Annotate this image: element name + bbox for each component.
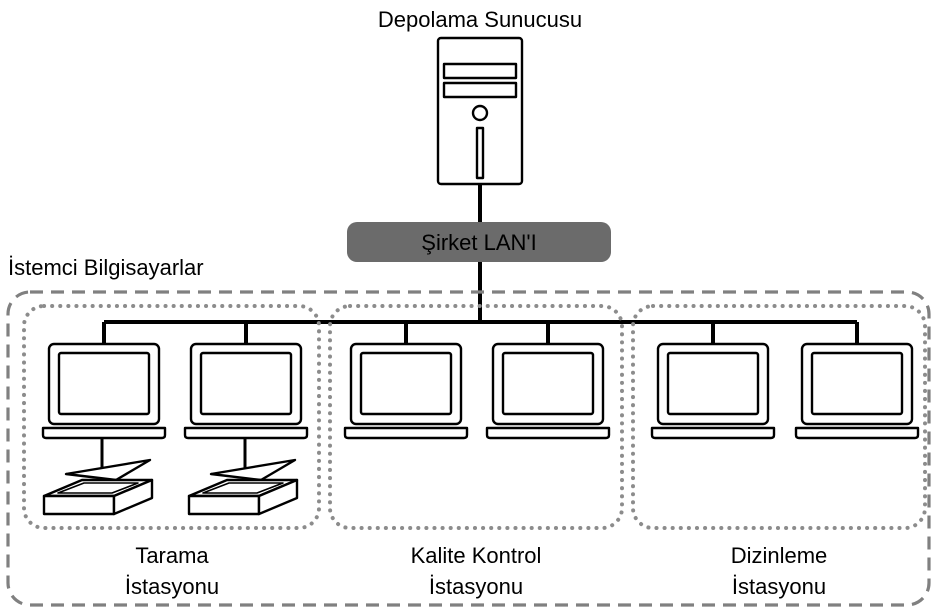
laptop-icon [794,342,920,440]
dizinleme-label-line1: Dizinleme [731,543,828,568]
tarama-group-border [22,304,321,530]
kalite-kontrol-label-line2: İstasyonu [429,574,523,599]
laptop-icon [650,342,776,440]
tarama-label-line2: İstasyonu [125,574,219,599]
kalite-kontrol-label-line1: Kalite Kontrol [411,543,542,568]
server-label: Depolama Sunucusu [378,7,582,32]
tarama-label-line1: Tarama [135,543,209,568]
server-icon [436,36,524,186]
lan-node: Şirket LAN'I [347,222,611,262]
dizinleme-group-border [631,304,927,530]
lan-label: Şirket LAN'I [421,230,536,255]
scanner-icon [42,458,154,516]
scanner-icon [187,458,299,516]
laptop-icon [41,342,167,440]
bus-drops [102,322,859,344]
clients-label: İstemci Bilgisayarlar [8,255,204,280]
dizinleme-label-line2: İstasyonu [732,574,826,599]
laptop-icon [183,342,309,440]
kalite-kontrol-group-border [328,304,624,530]
laptop-icon [343,342,469,440]
laptop-icon [485,342,611,440]
